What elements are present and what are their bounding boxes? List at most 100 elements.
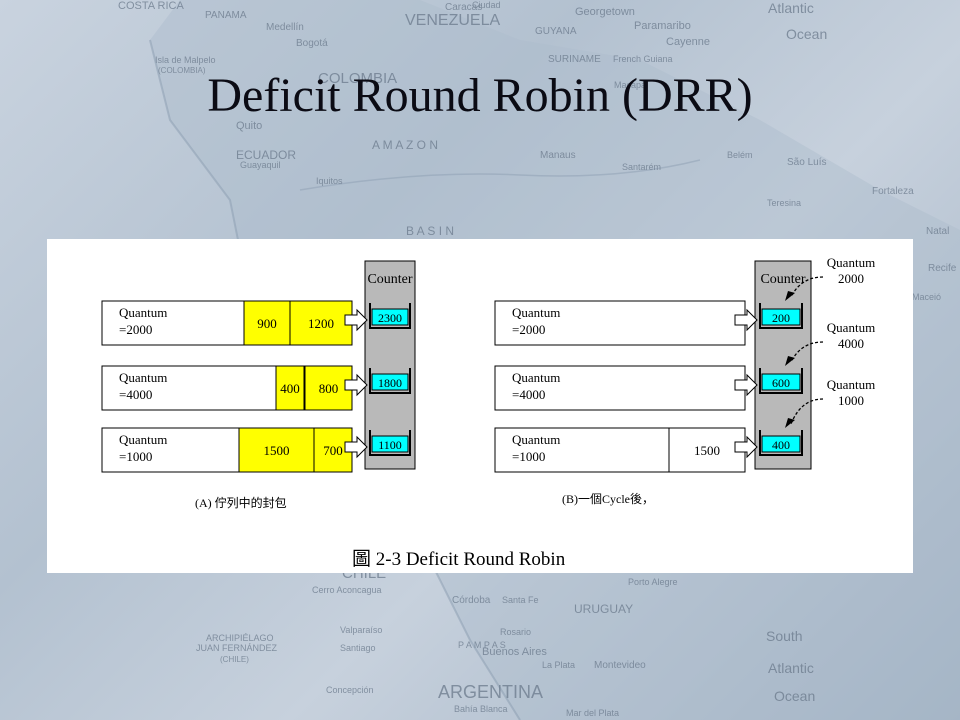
packet-size-label: 700 <box>323 443 343 458</box>
map-place-label: VENEZUELA <box>405 12 501 29</box>
map-place-label: Concepción <box>326 685 374 695</box>
map-place-label: Ocean <box>774 688 816 704</box>
map-place-label: Caracas <box>445 2 483 13</box>
map-place-label: JUAN FERNÁNDEZ <box>196 643 278 653</box>
packet-block <box>304 365 353 411</box>
added-quantum-label: Quantum <box>827 320 875 335</box>
river-line <box>299 159 701 191</box>
dequeue-arrow-b <box>734 373 758 397</box>
map-place-label: Guayaquil <box>240 160 281 170</box>
map-place-label: La Plata <box>542 660 576 670</box>
map-place-label: Quito <box>236 120 263 132</box>
packet-size-label: 1500 <box>694 443 720 458</box>
counter-cell-b <box>761 373 801 391</box>
dequeue-arrow-b <box>734 308 758 332</box>
figure-caption: 圖 2-3 Deficit Round Robin <box>352 549 566 570</box>
map-place-label: Bogotá <box>296 38 328 49</box>
added-quantum-arrowhead <box>785 356 795 366</box>
quantum-label-b: Quantum <box>512 370 560 385</box>
counter-bracket-b <box>759 430 803 456</box>
quantum-label-a: Quantum <box>119 305 167 320</box>
map-place-label: ARGENTINA <box>438 682 544 702</box>
panel-a-label: (A) 佇列中的封包 <box>195 495 287 510</box>
quantum-label-b: Quantum <box>512 432 560 447</box>
added-quantum-arrowhead <box>785 291 795 301</box>
packet-size-label: 800 <box>319 381 339 396</box>
map-place-label: SURINAME <box>548 54 601 65</box>
counter-value-a: 1100 <box>378 438 402 452</box>
counter-cell-a <box>371 308 409 326</box>
counter-value-b: 200 <box>772 311 790 325</box>
dequeue-arrow-a <box>344 373 368 397</box>
packet-size-label: 1500 <box>264 443 290 458</box>
map-place-label: Maceió <box>912 292 942 302</box>
map-place-label: Manaus <box>540 150 576 161</box>
map-place-label: COLOMBIA <box>318 70 398 87</box>
map-place-label: B A S I N <box>406 224 455 238</box>
panel-b-label: (B)一個Cycle後， <box>562 492 654 506</box>
counter-bracket-b <box>759 368 803 394</box>
queue-bar-b <box>494 300 746 346</box>
quantum-label-a: Quantum <box>119 432 167 447</box>
map-place-label: Santa Fe <box>502 595 539 605</box>
map-place-label: French Guiana <box>613 54 673 64</box>
counter-cell-b <box>761 308 801 326</box>
map-place-label: Fortaleza <box>872 186 914 197</box>
map-place-label: Iquitos <box>316 176 343 186</box>
map-place-label: ARCHIPIÉLAGO <box>206 633 274 643</box>
map-place-label: Bahía Blanca <box>454 704 508 714</box>
map-place-label: Macapá <box>614 80 647 90</box>
added-quantum-label: Quantum <box>827 255 875 270</box>
map-place-label: Buenos Aires <box>482 646 547 658</box>
added-quantum-label: Quantum <box>827 377 875 392</box>
map-place-label: Cerro Aconcagua <box>312 585 382 595</box>
quantum-value-a: =4000 <box>119 387 152 402</box>
map-place-label: Porto Alegre <box>628 577 678 587</box>
counter-cell-a <box>371 373 409 391</box>
added-quantum-arrow <box>790 398 824 425</box>
counter-title-b: Counter <box>760 272 805 287</box>
quantum-label-b: Quantum <box>512 305 560 320</box>
map-place-label: Valparaíso <box>340 625 383 635</box>
map-place-label: São Luís <box>787 157 827 168</box>
added-quantum-value: 1000 <box>838 393 864 408</box>
quantum-value-a: =2000 <box>119 322 152 337</box>
counter-bracket-a <box>369 430 411 456</box>
map-place-label: Georgetown <box>575 6 635 18</box>
dequeue-arrow-a <box>344 308 368 332</box>
packet-block <box>238 427 315 473</box>
map-place-label: P A M P A S <box>458 640 506 650</box>
map-place-label: A M A Z O N <box>372 138 439 152</box>
counter-panel-a <box>364 260 416 470</box>
map-place-label: (COLOMBIA) <box>158 66 206 75</box>
quantum-value-b: =1000 <box>512 449 545 464</box>
quantum-value-a: =1000 <box>119 449 152 464</box>
map-place-label: Montevideo <box>594 660 646 671</box>
map-place-label: Ocean <box>786 26 828 42</box>
map-place-label: (CHILE) <box>220 655 249 664</box>
packet-block <box>275 365 305 411</box>
map-place-label: COSTA RICA <box>118 0 184 12</box>
counter-cell-a <box>371 435 409 453</box>
map-place-label: Paramaribo <box>634 20 691 32</box>
map-place-label: ECUADOR <box>236 148 297 162</box>
added-quantum-arrowhead <box>785 418 795 428</box>
counter-value-a: 1800 <box>378 376 402 390</box>
map-place-label: Atlantic <box>768 660 814 676</box>
quantum-label-a: Quantum <box>119 370 167 385</box>
quantum-value-b: =4000 <box>512 387 545 402</box>
map-place-label: Rosario <box>500 627 532 637</box>
slide-title: Deficit Round Robin (DRR) <box>207 69 753 122</box>
map-place-label: Natal <box>926 226 950 237</box>
counter-value-b: 400 <box>772 438 790 452</box>
map-place-label: Cayenne <box>666 36 711 48</box>
added-quantum-value: 2000 <box>838 271 864 286</box>
map-place-label: Ciudad <box>472 0 501 10</box>
counter-bracket-a <box>369 303 411 329</box>
map-place-label: Santarém <box>622 162 662 172</box>
packet-size-label: 900 <box>257 316 277 331</box>
map-place-label: PANAMA <box>205 10 247 21</box>
quantum-value-b: =2000 <box>512 322 545 337</box>
